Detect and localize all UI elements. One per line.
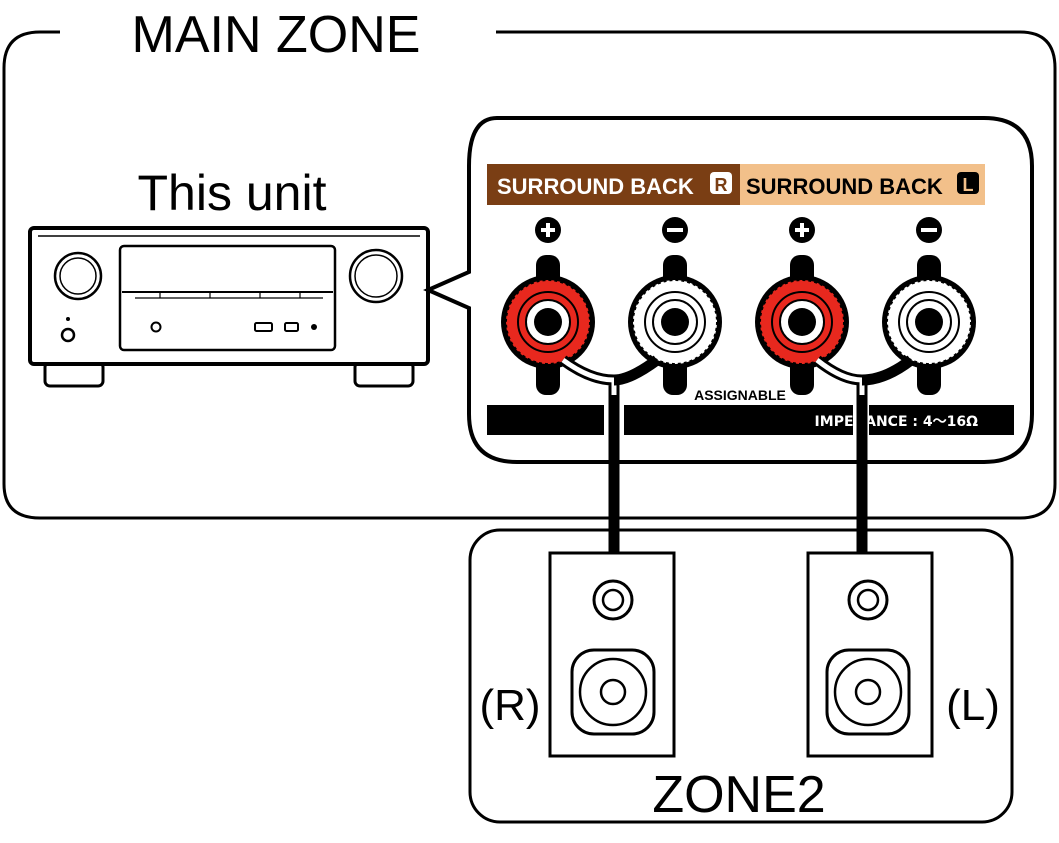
badge-r [710, 172, 732, 194]
plus-icon-r [535, 217, 561, 243]
main-zone-title: MAIN ZONE [132, 6, 421, 64]
minus-icon-l [916, 217, 942, 243]
badge-r-label: R [715, 175, 728, 195]
volume-knob-left [53, 251, 103, 301]
main-zone-frame [2, 30, 1057, 520]
setup-mic-jack-icon [311, 324, 317, 330]
terminal-negative-l [882, 275, 976, 369]
speaker-left-label: (L) [946, 681, 1000, 730]
plus-icon-l [789, 217, 815, 243]
volume-knob-right [348, 248, 404, 304]
assignable-label: ASSIGNABLE [694, 387, 786, 403]
minus-icon-r [662, 217, 688, 243]
terminal-positive-r [501, 275, 595, 369]
usb-port-icon [284, 322, 299, 332]
terminal-panel: SURROUND BACK R SURROUND BACK L [423, 116, 1034, 464]
terminal-positive-l [755, 275, 849, 369]
impedance-label: IMPEDANCE : 4～16Ω [815, 414, 979, 430]
receiver-unit [28, 226, 430, 388]
zone2-title: ZONE2 [652, 766, 825, 824]
power-led-icon [66, 317, 70, 321]
headphone-jack-icon [150, 321, 162, 333]
surround-back-r-label: SURROUND BACK [497, 174, 694, 199]
badge-l [957, 172, 979, 194]
badge-l-label: L [963, 175, 974, 195]
speaker-cable-l [813, 355, 915, 552]
speaker-right-label: (R) [479, 681, 540, 730]
surround-back-l-header [740, 164, 985, 205]
speaker-left [806, 551, 934, 758]
speaker-cable-r [559, 355, 661, 552]
this-unit-label: This unit [138, 165, 327, 221]
hdmi-port-icon [254, 322, 273, 332]
surround-back-r-header [487, 164, 740, 205]
surround-back-l-label: SURROUND BACK [746, 174, 943, 199]
terminal-negative-r [628, 275, 722, 369]
power-button-icon [60, 327, 76, 343]
speaker-right [548, 551, 676, 758]
